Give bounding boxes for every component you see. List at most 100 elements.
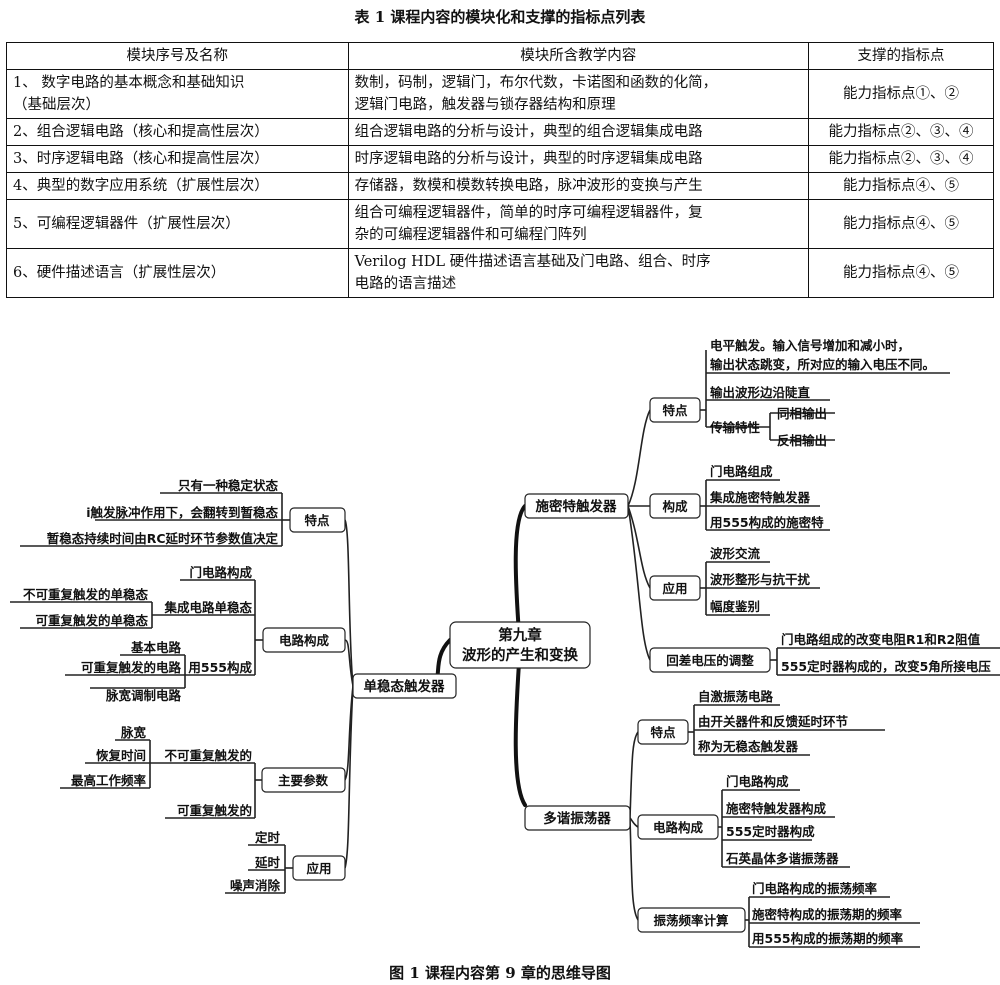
- schmitt-app-3: 幅度鉴别: [710, 599, 760, 614]
- node-astable-freq: 振荡频率计算: [637, 907, 746, 933]
- node-schmitt-apps: 应用: [649, 575, 701, 601]
- svg-text:主要参数: 主要参数: [278, 773, 329, 788]
- cell-points-text: 能力指标点④、⑤: [843, 265, 959, 281]
- schmitt-hysteresis-1: 门电路组成的改变电阻R1和R2阻值: [781, 632, 981, 647]
- node-astable: 多谐振荡器: [524, 805, 631, 831]
- cell-module-text: （基础层次）: [13, 97, 100, 113]
- astable-circuit-2: 施密特触发器构成: [726, 801, 827, 816]
- mono-circuit-integrated: 集成电路单稳态: [163, 600, 252, 615]
- schmitt-feature-level-2: 输出状态跳变，所对应的输入电压不同。: [710, 357, 935, 372]
- cell-content-text: Verilog HDL 硬件描述语言基础及门电路、组合、时序: [354, 254, 711, 270]
- cell-points-text: 能力指标点④、⑤: [843, 216, 959, 232]
- svg-text:应用: 应用: [306, 861, 331, 876]
- table-row: 6、硬件描述语言（扩展性层次）Verilog HDL 硬件描述语言基础及门电路、…: [6, 248, 994, 298]
- mind-map: 第九章 波形的产生和变换 施密特触发器 多谐振荡器 单稳态触发器 特点 电路构成…: [10, 338, 1000, 948]
- cell-module-text: 4、典型的数字应用系统（扩展性层次）: [13, 178, 269, 194]
- mono-feature-3: 暂稳态持续时间由RC延时环节参数值决定: [47, 531, 279, 546]
- cell-content-text: 杂的可编程逻辑器件和可编程门阵列: [354, 227, 587, 243]
- cell-content-text: 组合逻辑电路的分析与设计，典型的组合逻辑集成电路: [354, 124, 703, 140]
- cell-module: 3、时序逻辑电路（核心和提高性层次）: [6, 145, 349, 173]
- cell-module: 1、 数字电路的基本概念和基础知识 （基础层次）: [6, 69, 349, 119]
- cell-module-text: 2、组合逻辑电路（核心和提高性层次）: [13, 124, 269, 140]
- cell-content: Verilog HDL 硬件描述语言基础及门电路、组合、时序电路的语言描述: [347, 248, 810, 298]
- node-schmitt-features: 特点: [649, 397, 701, 423]
- node-mono-features: 特点: [289, 507, 346, 533]
- mono-circuit-gate: 门电路构成: [189, 565, 252, 580]
- table-header-row: 模块序号及名称 模块所含教学内容 支撑的指标点: [6, 42, 994, 70]
- cell-content-text: 存储器，数模和模数转换电路，脉冲波形的变换与产生: [354, 178, 703, 194]
- astable-freq-3: 用555构成的振荡期的频率: [751, 931, 904, 946]
- cell-module-text: 3、时序逻辑电路（核心和提高性层次）: [13, 151, 269, 167]
- cell-content-text: 逻辑门电路，触发器与锁存器结构和原理: [354, 97, 616, 113]
- table-row: 1、 数字电路的基本概念和基础知识 （基础层次） 数制，码制，逻辑门，布尔代数，卡诺…: [6, 69, 994, 119]
- svg-text:电路构成: 电路构成: [279, 633, 330, 648]
- svg-text:回差电压的调整: 回差电压的调整: [666, 653, 754, 668]
- cell-content: 数制，码制，逻辑门，布尔代数，卡诺图和函数的化简， 逻辑门电路，触发器与锁存器结构…: [347, 69, 810, 119]
- svg-text:振荡频率计算: 振荡频率计算: [653, 913, 729, 928]
- cell-content: 时序逻辑电路的分析与设计，典型的时序逻辑集成电路: [347, 145, 810, 173]
- node-astable-circuit: 电路构成: [637, 814, 719, 840]
- cell-points: 能力指标点②、③、④: [808, 145, 994, 173]
- table-row: 2、组合逻辑电路（核心和提高性层次） 组合逻辑电路的分析与设计，典型的组合逻辑集成…: [6, 118, 994, 146]
- svg-text:施密特触发器: 施密特触发器: [536, 498, 617, 515]
- schmitt-feature-edge: 输出波形边沿陡直: [710, 385, 811, 400]
- header-content: 模块所含教学内容: [347, 42, 810, 70]
- astable-feature-1: 自激振荡电路: [698, 689, 774, 704]
- schmitt-feature-transfer: 传输特性: [709, 420, 761, 435]
- svg-text:构成: 构成: [662, 499, 688, 514]
- cell-module: 2、组合逻辑电路（核心和提高性层次）: [6, 118, 349, 146]
- schmitt-feature-level-1: 电平触发。输入信号增加和减小时，: [710, 338, 910, 353]
- schmitt-hysteresis-2: 555定时器构成的，改变5角所接电压: [781, 659, 991, 674]
- mono-param-1: 脉宽: [120, 725, 147, 740]
- cell-module-text: 1、 数字电路的基本概念和基础知识: [13, 75, 245, 91]
- mono-circuit-555-3: 脉宽调制电路: [105, 688, 182, 703]
- cell-points-text: 能力指标点②、③、④: [828, 151, 974, 167]
- astable-circuit-4: 石英晶体多谐振荡器: [725, 851, 839, 866]
- node-monostable: 单稳态触发器: [352, 673, 457, 699]
- schmitt-transfer-1: 同相输出: [777, 406, 827, 421]
- cell-content: 组合逻辑电路的分析与设计，典型的组合逻辑集成电路: [347, 118, 810, 146]
- astable-circuit-1: 门电路构成: [726, 774, 789, 789]
- svg-text:电路构成: 电路构成: [653, 820, 704, 835]
- mono-feature-2: i触发脉冲作用下，会翻转到暂稳态: [86, 505, 278, 520]
- cell-content-text: 数制，码制，逻辑门，布尔代数，卡诺图和函数的化简，: [354, 75, 718, 91]
- astable-feature-2: 由开关器件和反馈延时环节: [698, 714, 849, 729]
- table-caption: 表 1 课程内容的模块化和支撑的指标点列表: [354, 8, 646, 26]
- astable-freq-1: 门电路构成的振荡频率: [752, 881, 878, 896]
- mono-circuit-555: 用555构成: [187, 660, 252, 675]
- node-mono-circuit: 电路构成: [262, 627, 346, 653]
- cell-content: 存储器，数模和模数转换电路，脉冲波形的变换与产生: [347, 172, 810, 200]
- table-row: 4、典型的数字应用系统（扩展性层次） 存储器，数模和模数转换电路，脉冲波形的变换与…: [6, 172, 994, 200]
- cell-content-text: 组合可编程逻辑器件，简单的时序可编程逻辑器件，复: [354, 205, 703, 221]
- cell-module-text: 5、可编程逻辑器件（扩展性层次）: [13, 216, 240, 232]
- node-schmitt-hysteresis: 回差电压的调整: [649, 647, 771, 673]
- mono-param-3: 最高工作频率: [71, 773, 147, 788]
- cell-points-text: 能力指标点①、②: [843, 86, 959, 102]
- svg-text:应用: 应用: [662, 581, 687, 596]
- astable-freq-2: 施密特构成的振荡期的频率: [752, 907, 903, 922]
- schmitt-structure-2: 集成施密特触发器: [709, 490, 811, 505]
- cell-module: 5、可编程逻辑器件（扩展性层次）: [6, 199, 349, 249]
- node-mono-apps: 应用: [292, 855, 346, 881]
- figure-caption: 图 1 课程内容第 9 章的思维导图: [389, 964, 611, 982]
- node-schmitt: 施密特触发器: [524, 493, 629, 519]
- header-module: 模块序号及名称: [6, 42, 349, 70]
- schmitt-transfer-2: 反相输出: [777, 433, 827, 448]
- cell-points: 能力指标点④、⑤: [808, 199, 994, 249]
- mono-circuit-555-1: 基本电路: [130, 640, 182, 655]
- schmitt-structure-3: 用555构成的施密特: [709, 515, 824, 530]
- center-subtitle: 波形的产生和变换: [462, 646, 578, 664]
- node-mono-params: 主要参数: [261, 767, 346, 793]
- schmitt-structure-1: 门电路组成: [710, 464, 773, 479]
- svg-text:特点: 特点: [662, 403, 688, 418]
- cell-module: 6、硬件描述语言（扩展性层次）: [6, 248, 349, 298]
- cell-content: 组合可编程逻辑器件，简单的时序可编程逻辑器件，复杂的可编程逻辑器件和可编程门阵列: [347, 199, 810, 249]
- center-node: 第九章 波形的产生和变换: [449, 621, 591, 669]
- node-astable-features: 特点: [637, 719, 689, 745]
- mono-circuit-555-2: 可重复触发的电路: [81, 660, 182, 675]
- mono-param-retrig: 可重复触发的: [177, 803, 252, 818]
- mono-param-2: 恢复时间: [96, 748, 146, 763]
- schmitt-app-1: 波形交流: [710, 546, 761, 561]
- cell-content-text: 电路的语言描述: [354, 276, 457, 292]
- mono-app-1: 定时: [254, 830, 281, 845]
